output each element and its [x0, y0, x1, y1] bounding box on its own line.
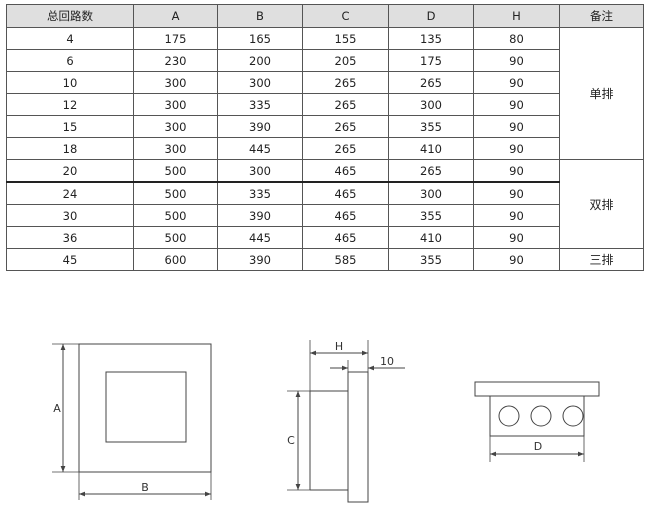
cell: 335: [217, 93, 303, 116]
label-d: D: [534, 440, 542, 453]
cell: 465: [302, 159, 389, 183]
cell: 410: [388, 137, 474, 160]
top-flange: [474, 381, 600, 397]
cell: 12: [6, 93, 134, 116]
cell: 585: [302, 248, 389, 271]
cell: 200: [217, 49, 303, 72]
note-double-row: 双排: [559, 159, 644, 249]
cell: 300: [133, 93, 218, 116]
cell: 300: [217, 71, 303, 94]
top-box-body: [489, 395, 585, 437]
cell: 90: [473, 137, 560, 160]
front-panel-outline: [78, 343, 212, 473]
label-b: B: [141, 481, 149, 494]
cell: 410: [388, 226, 474, 249]
cell: 445: [217, 137, 303, 160]
cell: 175: [133, 27, 218, 50]
cell: 390: [217, 248, 303, 271]
side-panel-face: [347, 371, 369, 503]
cell: 390: [217, 115, 303, 138]
cell: 265: [302, 115, 389, 138]
label-a: A: [53, 402, 61, 415]
cell: 500: [133, 204, 218, 227]
cell: 80: [473, 27, 560, 50]
knockout-hole-1: [498, 405, 520, 427]
table-row: 12 300 335 265 300 90: [6, 93, 644, 116]
cell: 300: [388, 181, 474, 205]
cell: 90: [473, 248, 560, 271]
cell: 45: [6, 248, 134, 271]
header-total-circuits: 总回路数: [6, 4, 134, 28]
label-h: H: [335, 340, 343, 353]
table-row: 6 230 200 205 175 90: [6, 49, 644, 72]
front-view-drawing: [52, 343, 212, 500]
table-row: 20 500 300 465 265 90 双排: [6, 159, 644, 249]
dimension-table: 总回路数 A B C D H 备注 4 175 165 155 135 80 单…: [6, 4, 644, 271]
table-row: 36 500 445 465 410 90: [6, 226, 644, 249]
cell: 165: [217, 27, 303, 50]
header-h: H: [473, 4, 560, 28]
cell: 600: [133, 248, 218, 271]
cell: 300: [133, 137, 218, 160]
top-view-drawing: [474, 381, 600, 462]
cell: 355: [388, 248, 474, 271]
side-view-drawing: [287, 340, 405, 503]
knockout-hole-2: [530, 405, 552, 427]
label-10: 10: [380, 355, 394, 368]
label-c: C: [287, 434, 295, 447]
table-row: 45 600 390 585 355 90 三排: [6, 248, 644, 271]
table-row: 18 300 445 265 410 90: [6, 137, 644, 160]
cell: 265: [302, 93, 389, 116]
header-notes: 备注: [559, 4, 644, 28]
cell: 500: [133, 181, 218, 205]
knockout-hole-3: [562, 405, 584, 427]
front-window: [105, 371, 187, 443]
note-triple-row: 三排: [559, 248, 644, 271]
cell: 465: [302, 204, 389, 227]
table-row: 10 300 300 265 265 90: [6, 71, 644, 94]
